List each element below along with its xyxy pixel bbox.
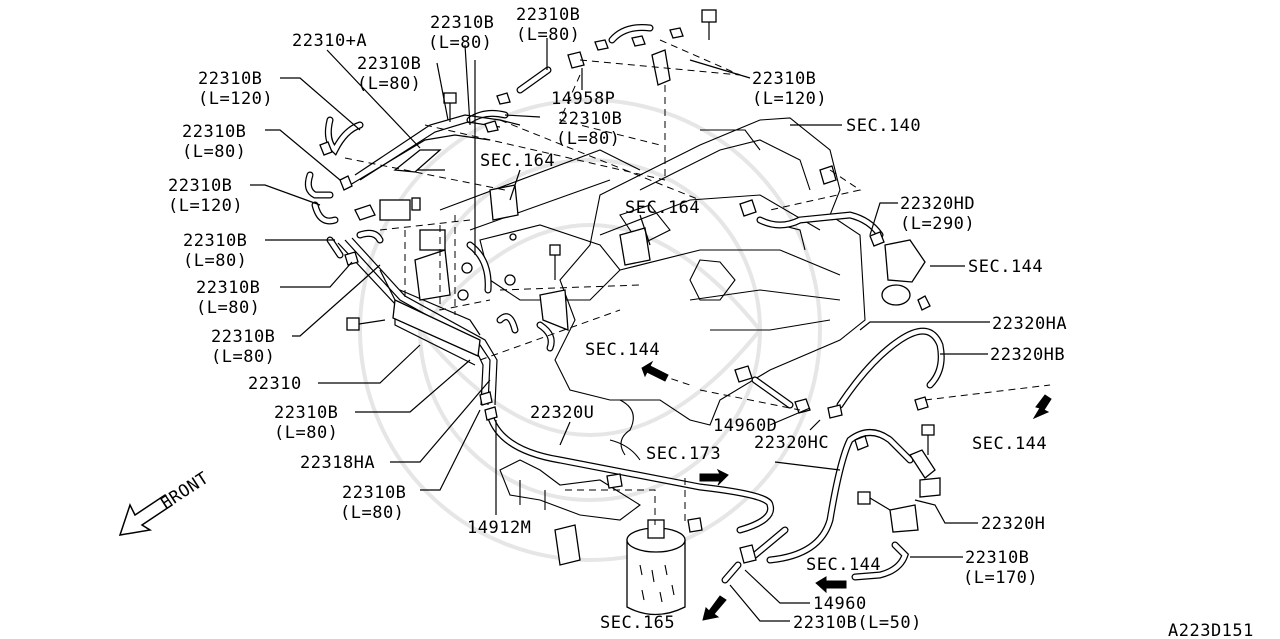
callout-sec144-b: SEC.144 (585, 340, 660, 360)
lower-body (499, 399, 641, 521)
callout-22310B-L80-b: 22310B (516, 5, 580, 25)
callout-22310B-L80-e: 22310B (558, 109, 622, 129)
callout-22310B-L120-a: 22310B (198, 69, 262, 89)
callout-22318HA: 22318HA (300, 453, 375, 473)
callout-22310B-L120-b-length: (L=120) (752, 89, 827, 109)
callout-14960D: 14960D (713, 416, 777, 436)
callout-22310B-L80-g: 22310B (196, 278, 260, 298)
callout-22320HD-length: (L=290) (900, 214, 975, 234)
callout-22310B-L120-a-length: (L=120) (198, 89, 273, 109)
callout-22310B-L80-j-length: (L=80) (340, 503, 404, 523)
callout-22310B-L170-length: (L=170) (963, 568, 1038, 588)
callout-22310B-L120-b: 22310B (752, 69, 816, 89)
callout-22310B-L170: 22310B (965, 548, 1029, 568)
direction-arrows (641, 360, 1052, 621)
callout-22310B-L50: 22310B(L=50) (793, 613, 922, 633)
callout-22320H: 22320H (981, 514, 1045, 534)
tube-assembly (337, 114, 521, 406)
callout-22320HC: 22320HC (754, 433, 829, 453)
callout-22310B-L80-i-length: (L=80) (274, 423, 338, 443)
callout-sec164-b: SEC.164 (625, 198, 700, 218)
callout-22310B-L80-f: 22310B (183, 231, 247, 251)
callout-14958P: 14958P (551, 89, 615, 109)
diagram-code: A223D151 (1168, 621, 1254, 639)
reference-lines (344, 39, 1051, 525)
callout-22310B-L80-h: 22310B (211, 327, 275, 347)
callout-labels: 22310+A 22310B (L=80) 22310B (L=80) 2231… (168, 5, 1067, 633)
callout-sec173: SEC.173 (646, 444, 721, 464)
callout-22320HA: 22320HA (992, 314, 1067, 334)
callout-sec140: SEC.140 (846, 116, 921, 136)
callout-22310B-L80-c: 22310B (357, 54, 421, 74)
callout-sec165: SEC.165 (600, 613, 675, 633)
callout-22310B-L80-d: 22310B (182, 122, 246, 142)
callout-22320U: 22320U (530, 403, 594, 423)
callout-22310B-L80-j: 22310B (342, 483, 406, 503)
callout-22310B-L80-f-length: (L=80) (183, 251, 247, 271)
callout-14912M: 14912M (467, 518, 531, 538)
callout-22310B-L120-c: 22310B (168, 176, 232, 196)
callout-22310B-L80-d-length: (L=80) (182, 142, 246, 162)
callout-22310B-L120-c-length: (L=120) (168, 196, 243, 216)
callout-22310B-L80-e-length: (L=80) (556, 129, 620, 149)
canister (626, 519, 686, 616)
callout-22310-A: 22310+A (292, 31, 367, 51)
callout-sec144-a: SEC.144 (968, 257, 1043, 277)
callout-sec144-d: SEC.144 (806, 555, 881, 575)
callout-22310B-L80-h-length: (L=80) (211, 347, 275, 367)
callout-22310B-L80-c-length: (L=80) (357, 74, 421, 94)
hoses (304, 24, 945, 584)
leader-lines (250, 38, 990, 622)
callout-14960: 14960 (813, 594, 867, 614)
callout-sec144-c: SEC.144 (972, 434, 1047, 454)
callout-22310B-L80-i: 22310B (274, 403, 338, 423)
callout-22310: 22310 (248, 374, 302, 394)
callout-22320HB: 22320HB (990, 345, 1065, 365)
callout-sec164-a: SEC.164 (480, 151, 555, 171)
callout-22310B-L80-a: 22310B (430, 13, 494, 33)
callout-22320HD: 22320HD (900, 194, 975, 214)
callout-22310B-L80-g-length: (L=80) (196, 298, 260, 318)
callout-22310B-L80-b-length: (L=80) (516, 25, 580, 45)
callout-22310B-L80-a-length: (L=80) (428, 33, 492, 53)
front-label: FRONT (157, 468, 213, 514)
small-parts (319, 9, 941, 566)
front-direction-indicator: FRONT (118, 468, 213, 536)
